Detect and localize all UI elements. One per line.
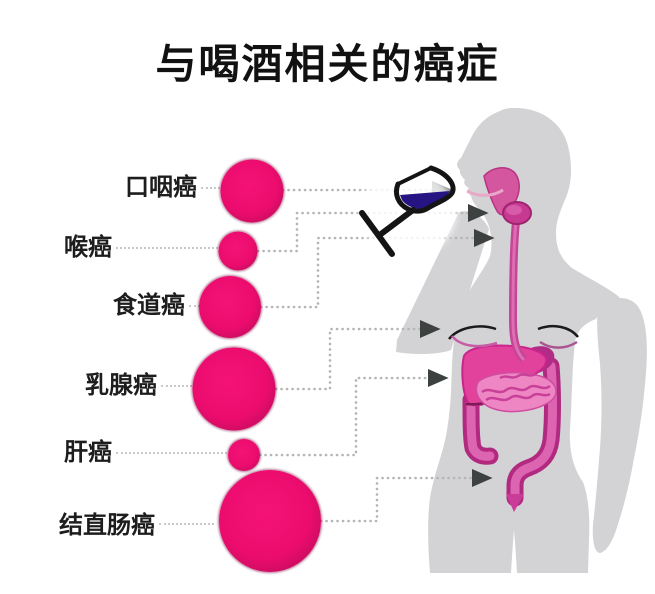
label-breast-cancer: 乳腺癌 bbox=[85, 371, 157, 399]
label-oropharyngeal-cancer: 口咽癌 bbox=[125, 173, 197, 201]
wine bbox=[400, 191, 450, 210]
small-intestine bbox=[475, 371, 557, 413]
risk-circle-breast bbox=[192, 347, 276, 431]
rectum bbox=[506, 494, 524, 512]
breast-curve-left bbox=[451, 335, 498, 348]
glass-bowl bbox=[393, 165, 456, 214]
leader-line bbox=[159, 523, 214, 525]
right-arm bbox=[592, 297, 647, 553]
connector-breast-cancer bbox=[274, 319, 441, 391]
connector-esophageal-cancer bbox=[259, 228, 495, 309]
larynx-highlight bbox=[506, 205, 522, 215]
rib-arc-right bbox=[537, 325, 579, 338]
left-forearm bbox=[396, 211, 489, 355]
colon bbox=[462, 357, 561, 512]
digestive-organs bbox=[461, 167, 561, 512]
risk-circle-laryngeal bbox=[218, 231, 258, 271]
glass-rim bbox=[396, 166, 433, 186]
wine-glass-icon bbox=[359, 165, 456, 257]
risk-circle-esophageal bbox=[199, 276, 261, 338]
leader-line bbox=[201, 187, 220, 189]
leader-line bbox=[161, 385, 192, 387]
page-title: 与喝酒相关的癌症 bbox=[155, 40, 500, 88]
esophagus bbox=[508, 221, 528, 363]
leader-line bbox=[189, 305, 200, 307]
risk-circle-oropharyngeal bbox=[220, 159, 284, 223]
label-liver-cancer: 肝癌 bbox=[64, 438, 112, 466]
risk-circle-colorectal bbox=[219, 470, 321, 572]
leader-line bbox=[116, 247, 218, 249]
breast-curve-right bbox=[539, 340, 578, 349]
chest-lines bbox=[448, 325, 579, 349]
leader-line bbox=[116, 452, 227, 454]
label-laryngeal-cancer: 喉癌 bbox=[64, 233, 112, 261]
label-esophageal-cancer: 食道癌 bbox=[113, 291, 185, 319]
connector-colorectal-cancer bbox=[319, 468, 493, 523]
label-colorectal-cancer: 结直肠癌 bbox=[59, 511, 155, 539]
glass-stem bbox=[378, 207, 416, 237]
glass-foot bbox=[359, 210, 395, 257]
mouth-stream bbox=[466, 188, 504, 197]
risk-circle-liver bbox=[228, 439, 260, 471]
